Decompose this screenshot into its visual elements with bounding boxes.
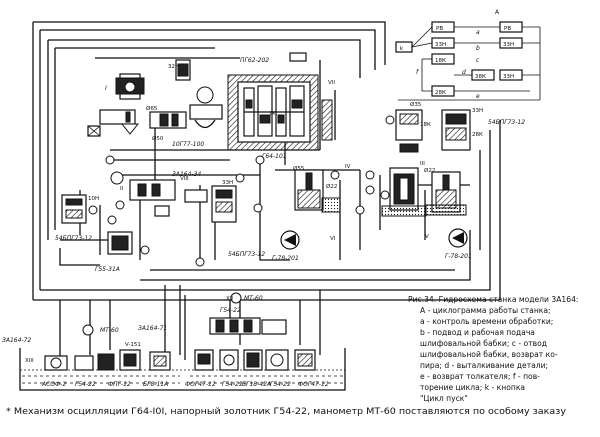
valve-label: 54БПГ73-12 [55, 235, 92, 242]
cycle-letter: e [476, 93, 480, 100]
mid-valve-group: 33Н 54БПГ73-12 [211, 180, 265, 258]
svg-text:IX: IX [270, 111, 276, 117]
svg-text:54БПГ73-12: 54БПГ73-12 [228, 251, 265, 258]
relay-label: 33Н [435, 42, 446, 48]
port-markers: II VII VIII IX [105, 80, 395, 267]
caption-line: "Цикл пуск" [420, 394, 468, 403]
caption-line: Рис.34. Гидросхема станка модели 3А164: [408, 295, 578, 304]
svg-text:Ø50: Ø50 [152, 135, 164, 142]
caption-line: торение цикла; k - кнопка [420, 383, 525, 392]
svg-text:МТ-60: МТ-60 [100, 327, 119, 334]
tank-and-pumps: ЗА164-72 ЗА164-71 XIII АСОФ-2 Г54-22 ФПГ… [2, 292, 346, 391]
relay-label: 33Н [503, 74, 514, 80]
center-valve-b: ЗА164-34 [129, 171, 208, 217]
svg-text:Г54-22: Г54-22 [220, 307, 241, 314]
svg-text:Г-78-201: Г-78-201 [272, 255, 299, 262]
svg-text:28К: 28К [472, 132, 483, 138]
svg-text:Г54-22: Г54-22 [75, 381, 96, 388]
cycle-letter: c [476, 57, 480, 64]
relay-label: РВ [504, 26, 511, 32]
cycle-letter: d [462, 69, 466, 76]
svg-text:V-151: V-151 [125, 342, 141, 348]
svg-text:32Н: 32Н [168, 64, 179, 70]
svg-text:33Н: 33Н [222, 180, 233, 186]
svg-text:ФОГ47-12: ФОГ47-12 [185, 381, 216, 388]
main-distributor-block: Г64-101 ПГ62-202 [227, 52, 333, 160]
throttle-label: Г55-31А [95, 266, 120, 273]
figure-caption: Рис.34. Гидросхема станка модели 3А164: … [408, 295, 578, 403]
cycle-letter: b [476, 45, 480, 52]
svg-text:АСОФ-2: АСОФ-2 [41, 381, 66, 388]
svg-text:10Н: 10Н [88, 196, 99, 202]
cyclogram-title: A [495, 9, 500, 16]
caption-line: b - подвод и рабочая подача [420, 328, 535, 337]
cyclogram: A РВ РВ 33Н 33Н 18К 38К 33Н 28К k a b c [395, 9, 541, 101]
svg-text:XIII: XIII [25, 358, 34, 364]
left-valve-group: 10Н 54БПГ73-12 Г55-31А [55, 171, 133, 273]
svg-text:I: I [105, 85, 107, 92]
svg-text:МТ-60: МТ-60 [244, 295, 263, 302]
coil-icon [289, 52, 307, 62]
svg-text:Ø55: Ø55 [293, 165, 305, 172]
relay-label: 33Н [503, 42, 514, 48]
svg-text:ФОГ47-12: ФОГ47-12 [298, 381, 329, 388]
footnote-line: * Механизм осцилляции Г64-I0I, напорный … [6, 407, 566, 417]
caption-line: шлифовальной бабки; c - отвод [420, 339, 547, 348]
caption-line: A - циклограмма работы станка; [420, 306, 551, 315]
svg-text:ЗА164-34: ЗА164-34 [172, 171, 201, 178]
svg-text:Ø65: Ø65 [146, 105, 158, 112]
caption-line: a - контроль времени обработки; [420, 317, 553, 326]
pipe-network [32, 21, 501, 370]
cycle-letter: a [476, 29, 480, 36]
tank-left-label: ЗА164-72 [2, 337, 31, 344]
svg-text:VII: VII [328, 80, 335, 86]
mechanism-label: 10Г77-100 [172, 141, 204, 148]
svg-text:Ø22: Ø22 [424, 167, 435, 174]
svg-text:XII: XII [226, 296, 233, 302]
cycle-letter: f [416, 69, 419, 76]
svg-text:II: II [120, 186, 124, 192]
svg-text:ФПГ-12: ФПГ-12 [108, 381, 131, 388]
valve-top-label: ПГ62-202 [240, 57, 269, 64]
svg-text:V: V [425, 234, 429, 240]
cylinder-group: Ø55 Ø22 Ø35 18К 33Н 54БПГ73-12 28К Ø22 I… [293, 101, 525, 217]
svg-text:III: III [420, 161, 425, 167]
relay-label: 38К [475, 74, 486, 80]
footnote: * Механизм осцилляции Г64-I0I, напорный … [6, 407, 566, 417]
block-label: Г64-101 [262, 153, 287, 160]
svg-text:БГ8-11А: БГ8-11А [143, 381, 168, 388]
k-button-label: k [400, 46, 404, 52]
relay-label: 28К [435, 90, 446, 96]
caption-line: пира; d - выталкивание детали; [420, 361, 548, 370]
relay-label: РВ [436, 26, 443, 32]
svg-text:Ø35: Ø35 [410, 101, 422, 108]
svg-text:IV: IV [345, 164, 351, 170]
svg-text:VIII: VIII [180, 176, 189, 182]
svg-text:Г54-22: Г54-22 [222, 381, 243, 388]
svg-text:Г54-22: Г54-22 [270, 381, 291, 388]
svg-text:Ø22: Ø22 [326, 183, 337, 190]
svg-text:54БПГ73-12: 54БПГ73-12 [488, 119, 525, 126]
caption-line: шлифовальной бабки, возврат ко- [420, 350, 558, 359]
caption-line: e - возврат толкателя; f - пов- [420, 372, 540, 381]
oscillation-mechanism: I Ø65 Ø50 32Н 10Г77-100 [87, 59, 223, 148]
tank-mid-label: ЗА164-71 [138, 325, 167, 332]
svg-text:33Н: 33Н [472, 108, 483, 114]
svg-text:БГ18-42А: БГ18-42А [242, 381, 271, 388]
svg-text:VI: VI [330, 236, 336, 242]
relay-label: 18К [435, 58, 446, 64]
svg-text:Г-78-201: Г-78-201 [445, 253, 472, 260]
svg-text:18К: 18К [420, 122, 431, 128]
hydraulic-motors: Г-78-201 VI Г-78-201 V [272, 228, 472, 262]
